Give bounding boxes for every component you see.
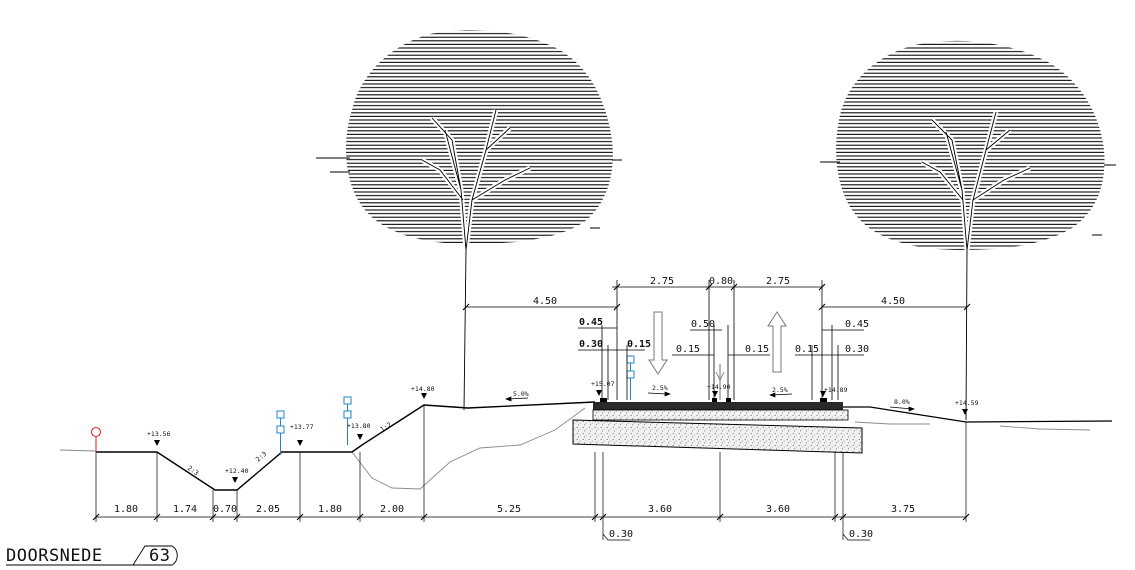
direction-arrow-up <box>767 311 787 373</box>
detail-dimension-label: 0.15 <box>676 344 700 355</box>
detail-dimension-label: 0.15 <box>795 344 819 355</box>
slope-label: 2.5% <box>652 384 668 392</box>
slope-label: 2.5% <box>772 386 788 394</box>
tree-offset-left: 4.50 <box>533 296 557 307</box>
slope-arrows <box>505 391 915 412</box>
design-profile-line-right <box>840 406 1113 423</box>
lane-width-right: 2.75 <box>766 276 790 287</box>
existing-ground-line <box>59 407 1091 490</box>
tree-left-canopy <box>316 30 622 244</box>
design-profile-line <box>96 401 596 491</box>
traffic-sign-3 <box>626 355 635 400</box>
tree-offset-right: 4.50 <box>881 296 905 307</box>
level-label: +14.80 <box>411 385 435 393</box>
road-pavement <box>592 398 849 421</box>
detail-dimension-label: 0.45 <box>845 319 869 330</box>
bottom-dimension-label: 1.80 <box>114 504 138 515</box>
bottom-dimension-label: 1.80 <box>318 504 342 515</box>
lane-width-left: 2.75 <box>650 276 674 287</box>
direction-arrow-down <box>648 311 668 375</box>
top-dimension-lines <box>462 280 971 400</box>
level-markers <box>154 390 968 483</box>
detail-dimension-label: 0.50 <box>691 319 715 330</box>
slope-label: 1:2 <box>379 421 393 434</box>
bottom-dimension-label: 5.25 <box>497 504 521 515</box>
bottom-dimension-label: 3.75 <box>891 504 915 515</box>
sub-dimension-label: 0.30 <box>609 529 633 540</box>
detail-dimension-label: 0.30 <box>579 339 603 350</box>
section-title: DOORSNEDE 63 <box>6 545 178 566</box>
level-label: +15.07 <box>591 380 615 388</box>
sub-dimension-label: 0.30 <box>849 529 873 540</box>
bottom-dimension-label: 0.70 <box>213 504 237 515</box>
tree-right-canopy <box>820 40 1116 250</box>
tree-right-trunk <box>920 111 1032 421</box>
boundary-marker <box>90 426 102 452</box>
bottom-dimension-label: 2.05 <box>256 504 280 515</box>
traffic-sign-1 <box>276 410 285 455</box>
slope-label: 2:3 <box>186 464 200 477</box>
bottom-dimension-label: 3.60 <box>766 504 790 515</box>
tree-left <box>316 30 622 411</box>
level-label: +12.40 <box>225 467 249 475</box>
level-label: +13.77 <box>290 423 314 431</box>
tree-left-trunk <box>420 109 532 411</box>
detail-dimension-label: 0.15 <box>627 339 651 350</box>
median-width: 0.80 <box>709 276 733 287</box>
slope-label: 5.0% <box>513 390 529 398</box>
tree-right <box>820 40 1116 421</box>
detail-dimension-label: 0.45 <box>579 317 603 328</box>
bottom-dimension-label: 3.60 <box>648 504 672 515</box>
foundation-slab <box>572 419 863 454</box>
level-label: +13.56 <box>147 430 171 438</box>
level-label: +14.59 <box>955 399 979 407</box>
bottom-dimension-label: 2.00 <box>380 504 404 515</box>
bottom-dimension-label: 1.74 <box>173 504 197 515</box>
median-post <box>715 364 725 400</box>
traffic-sign-2 <box>343 396 352 445</box>
section-number: 63 <box>149 546 170 566</box>
slope-label: 8.0% <box>894 398 910 406</box>
section-title-label: DOORSNEDE <box>6 546 103 566</box>
detail-dimension-label: 0.15 <box>745 344 769 355</box>
level-label: +14.89 <box>824 386 848 394</box>
level-label: +13.80 <box>347 422 371 430</box>
detail-dimension-label: 0.30 <box>845 344 869 355</box>
bottom-dimension-line <box>92 405 970 541</box>
slope-label: 2:3 <box>254 450 268 464</box>
level-label: +14.90 <box>707 383 731 391</box>
